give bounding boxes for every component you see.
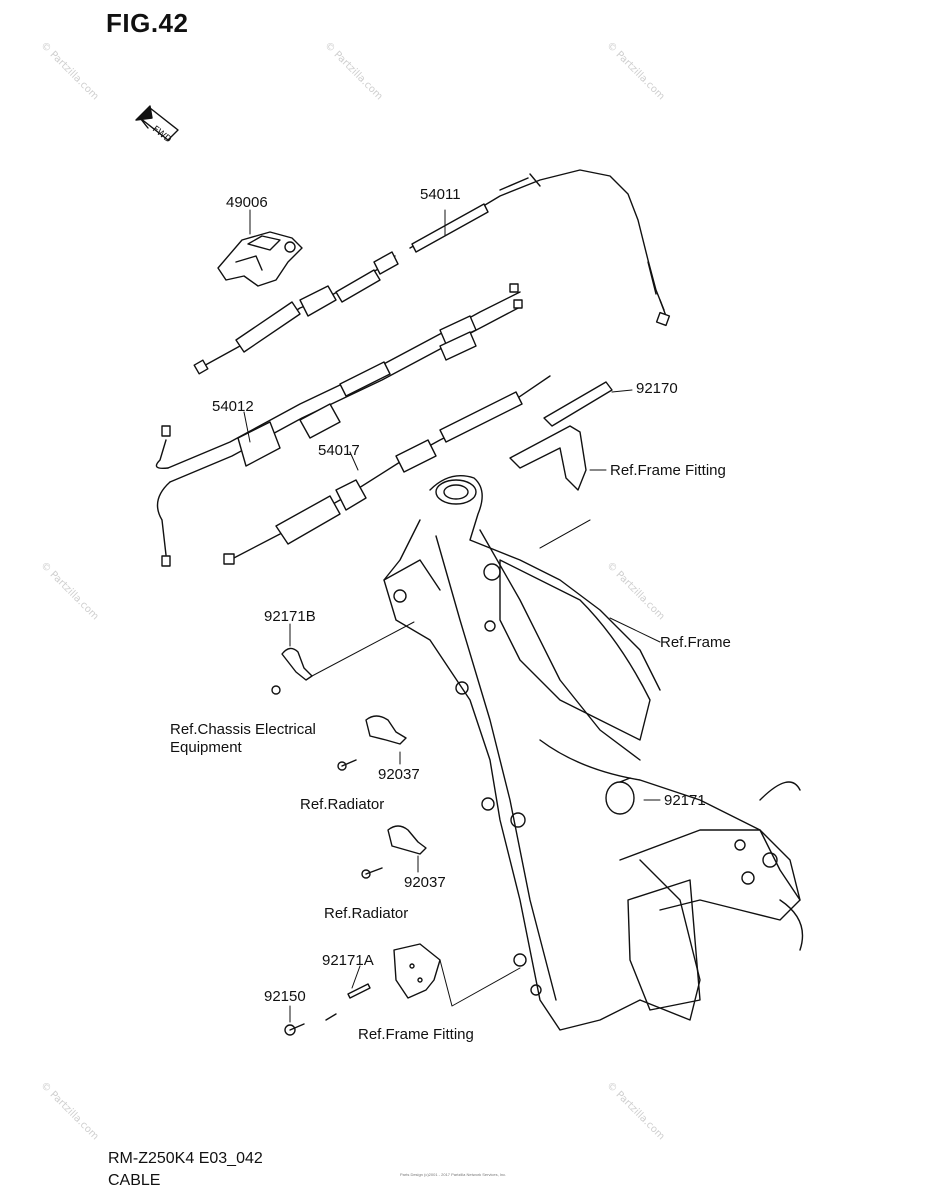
figure-title: FIG.42 xyxy=(106,8,189,38)
callout-54011: 54011 xyxy=(420,186,461,203)
figure-code: RM-Z250K4 E03_042 xyxy=(108,1150,263,1167)
part-92150-bolt xyxy=(284,1023,305,1036)
part-92037-clamp-lower xyxy=(361,825,427,879)
ref-frame-drawing xyxy=(383,475,804,1031)
ref-frame-fitting-top-bracket xyxy=(509,425,587,491)
callout-54017: 54017 xyxy=(318,442,360,459)
fwd-arrow-icon: FWD xyxy=(135,105,179,145)
callout-ref-frame: Ref.Frame xyxy=(660,634,731,651)
callout-92037-b: 92037 xyxy=(404,874,446,891)
copyright-small-print: Parts Design (c)2001 - 2017 Partzilla Ne… xyxy=(400,1172,507,1177)
callout-ref-frame-fitting-top: Ref.Frame Fitting xyxy=(610,462,726,479)
callout-92171B: 92171B xyxy=(264,608,316,625)
callout-49006: 49006 xyxy=(226,194,268,211)
part-92171-ring xyxy=(605,777,635,815)
callout-ref-radiator-a: Ref.Radiator xyxy=(300,796,385,813)
part-92037-clamp-upper xyxy=(337,715,407,771)
callout-92170: 92170 xyxy=(636,380,678,397)
callout-92171A: 92171A xyxy=(322,952,374,969)
figure-category: CABLE xyxy=(108,1172,161,1189)
callout-ref-radiator-b: Ref.Radiator xyxy=(324,905,409,922)
part-54011-cable xyxy=(193,169,671,375)
part-92171A-strap xyxy=(325,983,371,1021)
ref-frame-fitting-bottom-bracket xyxy=(393,943,441,999)
callout-92037-a: 92037 xyxy=(378,766,420,783)
part-49006-bracket xyxy=(217,231,303,287)
callout-92150: 92150 xyxy=(264,988,306,1005)
leader-lines xyxy=(243,209,661,1023)
callout-ref-frame-fitting-bottom: Ref.Frame Fitting xyxy=(358,1026,474,1043)
callout-ref-chassis-line1: Ref.Chassis Electrical xyxy=(170,721,316,738)
part-54017-cable xyxy=(223,375,551,565)
callout-ref-chassis-line2: Equipment xyxy=(170,739,242,756)
part-92171B-clamp xyxy=(271,647,313,695)
callout-92171: 92171 xyxy=(664,792,706,809)
callout-54012: 54012 xyxy=(212,398,254,415)
part-92170-strap xyxy=(543,381,613,427)
